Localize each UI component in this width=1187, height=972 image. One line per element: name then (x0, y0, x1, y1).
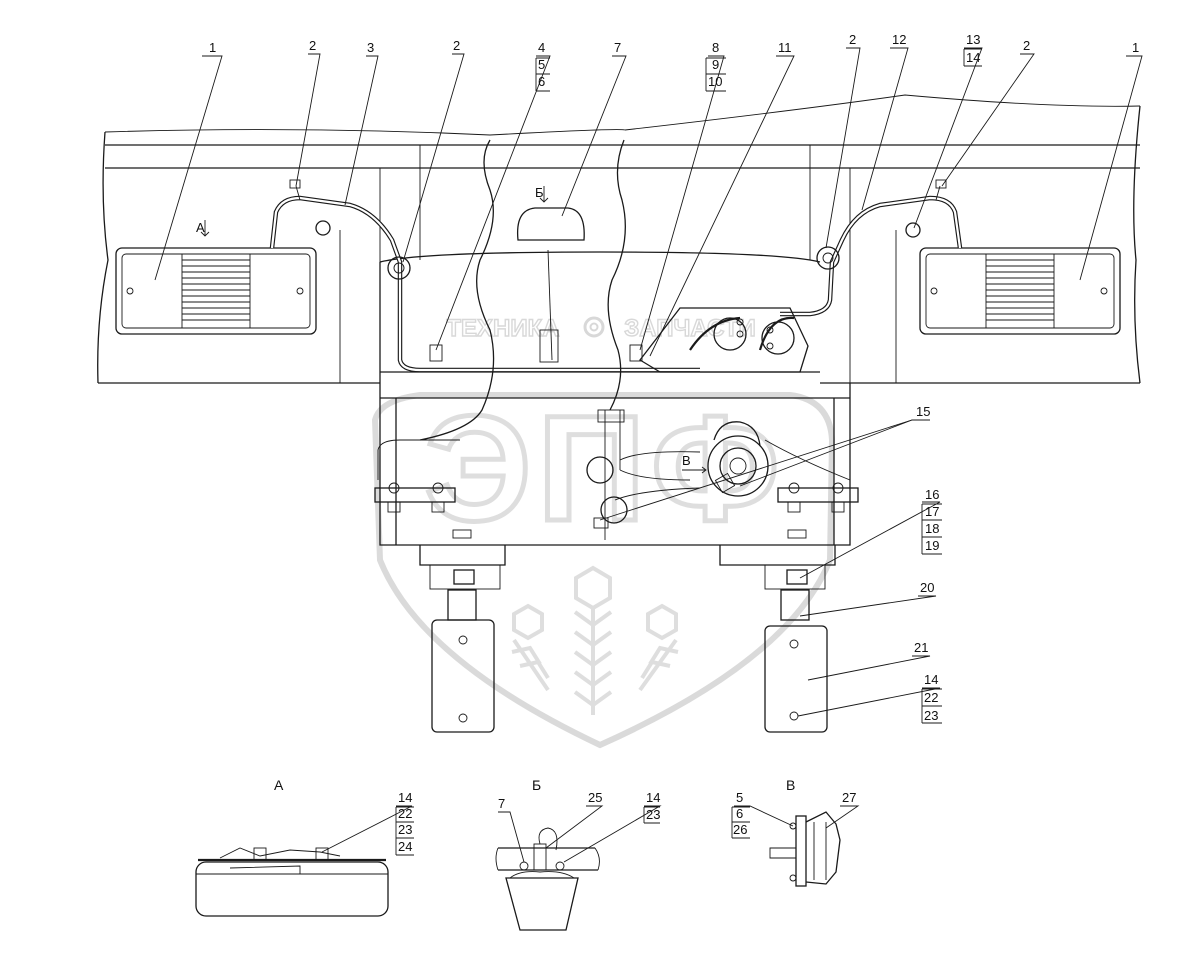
marker-a: А (196, 220, 205, 235)
view-v-label-26: 26 (733, 822, 747, 837)
callout-9: 9 (712, 57, 719, 72)
callouts-main: 1 2 3 2 4 5 6 7 8 9 10 11 2 12 13 (154, 32, 1143, 724)
callout-17: 17 (925, 504, 939, 519)
callout-14: 14 (966, 50, 980, 65)
view-b-label-25: 25 (588, 790, 602, 805)
wiring-harness (269, 139, 963, 441)
detail-view-a: А 14 22 23 24 (195, 777, 414, 917)
callout-2-b: 2 (453, 38, 460, 53)
rear-lamp-left (115, 247, 317, 335)
view-b-label-7: 7 (498, 796, 505, 811)
view-v-label-5: 5 (736, 790, 743, 805)
callout-23: 23 (924, 708, 938, 723)
callout-15: 15 (916, 404, 930, 419)
view-b-label-23: 23 (646, 807, 660, 822)
watermark-brand-left: ТЕХНИКА (446, 315, 559, 342)
callout-14-b: 14 (924, 672, 938, 687)
mudguard-left (419, 529, 506, 733)
callout-7: 7 (614, 40, 621, 55)
callout-2-d: 2 (1023, 38, 1030, 53)
watermark: ЭПФ ТЕХНИКА ЗАПЧАСТИ (371, 314, 836, 749)
callout-12: 12 (892, 32, 906, 47)
callout-16: 16 (925, 487, 939, 502)
mudguard-right (719, 529, 836, 733)
callout-3: 3 (367, 40, 374, 55)
callout-1-left: 1 (209, 40, 216, 55)
marker-v: В (682, 453, 691, 468)
callout-8: 8 (712, 40, 719, 55)
callout-22: 22 (924, 690, 938, 705)
view-v-label-27: 27 (842, 790, 856, 805)
callout-2-a: 2 (309, 38, 316, 53)
callout-6: 6 (538, 74, 545, 89)
view-b-title: Б (532, 777, 541, 793)
view-a-label-23: 23 (398, 822, 412, 837)
callout-19: 19 (925, 538, 939, 553)
callout-5: 5 (538, 57, 545, 72)
callout-18: 18 (925, 521, 939, 536)
callout-13: 13 (966, 32, 980, 47)
view-a-label-24: 24 (398, 839, 412, 854)
lower-bracket-assembly (374, 409, 859, 540)
callout-2-c: 2 (849, 32, 856, 47)
callout-4: 4 (538, 40, 545, 55)
callout-20: 20 (920, 580, 934, 595)
detail-view-b: Б 7 25 14 23 (495, 777, 662, 931)
view-a-label-14: 14 (398, 790, 412, 805)
number-plate-lamp (516, 207, 585, 363)
view-a-title: А (274, 777, 284, 793)
callout-10: 10 (708, 74, 722, 89)
callout-1-right: 1 (1132, 40, 1139, 55)
rear-lamp-right (919, 247, 1121, 335)
callout-11: 11 (778, 40, 792, 55)
lamp-lens-stripes (182, 259, 250, 321)
watermark-wheat-icon (511, 565, 679, 715)
detail-view-v: В 5 6 26 27 (731, 777, 860, 887)
callout-21: 21 (914, 640, 928, 655)
view-b-label-14: 14 (646, 790, 660, 805)
view-v-label-6: 6 (736, 806, 743, 821)
view-v-title: В (786, 777, 795, 793)
view-a-label-22: 22 (398, 806, 412, 821)
relay-block (639, 307, 809, 373)
watermark-gear-icon (583, 316, 605, 338)
marker-b: Б (535, 185, 544, 200)
